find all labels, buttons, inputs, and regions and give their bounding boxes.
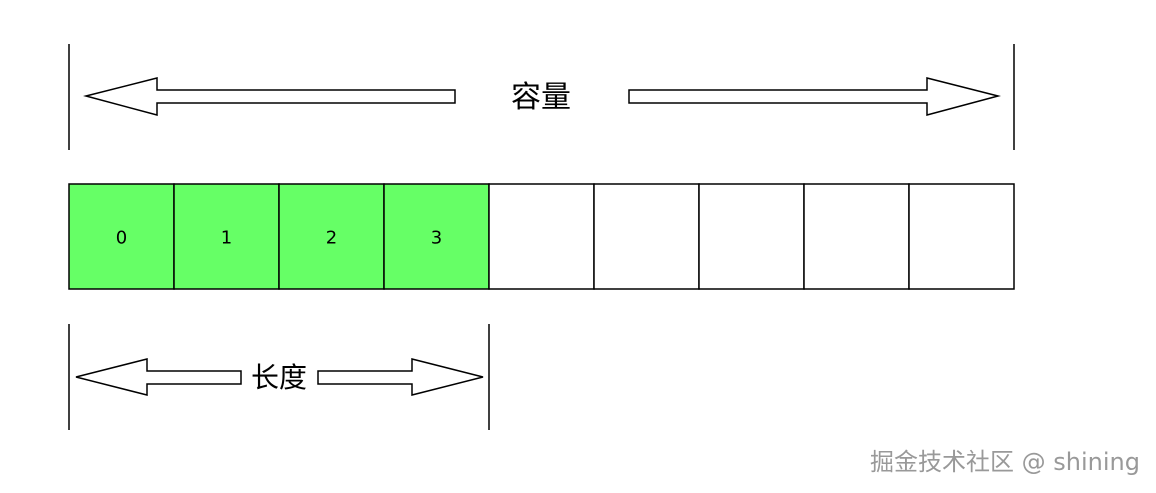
array-cell-label-1: 1: [221, 228, 232, 249]
length-left-arrow: [75, 358, 242, 396]
array-cell-6: [698, 183, 805, 290]
length-label: 长度: [251, 361, 307, 394]
array-cell-3: [383, 183, 490, 290]
length-right-arrow: [317, 358, 484, 396]
array-cell-5: [593, 183, 700, 290]
array-cell-1: [173, 183, 280, 290]
capacity-right-arrow: [628, 77, 1001, 116]
array-cell-label-0: 0: [116, 228, 127, 249]
array-cells: 0 1 2 3: [68, 183, 1015, 290]
array-cell-8: [908, 183, 1015, 290]
array-cell-0: [68, 183, 175, 290]
watermark-text: 掘金技术社区 @ shining: [870, 448, 1140, 476]
array-cell-label-3: 3: [431, 228, 442, 249]
capacity-left-arrow: [83, 77, 456, 116]
array-cell-2: [278, 183, 385, 290]
array-cell-label-2: 2: [326, 228, 337, 249]
array-cell-4: [488, 183, 595, 290]
capacity-label: 容量: [511, 80, 571, 115]
array-cell-7: [803, 183, 910, 290]
